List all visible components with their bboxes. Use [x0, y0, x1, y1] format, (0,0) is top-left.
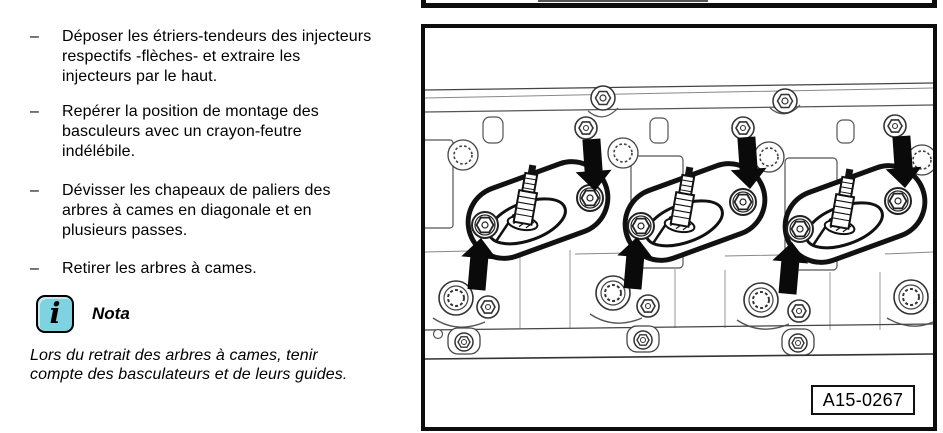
instruction-text: Retirer les arbres à cames.	[62, 260, 257, 277]
instruction-text: Déposer les étriers-tendeurs des injecte…	[62, 28, 372, 85]
note-text: Lors du retrait des arbres à cames, teni…	[30, 347, 348, 383]
bullet-dash: –	[30, 260, 39, 277]
nota-label: Nota	[92, 304, 130, 323]
bullet-dash: –	[30, 28, 39, 45]
figure-label-text: A15-0267	[822, 389, 904, 410]
bullet-dash: –	[30, 103, 39, 120]
bullet-dash: –	[30, 182, 39, 199]
figure-frame: A15-0267	[421, 24, 937, 431]
info-icon: i	[36, 295, 74, 333]
figure-label: A15-0267	[811, 385, 915, 415]
info-icon-glyph: i	[49, 295, 61, 330]
nota-heading: i Nota	[36, 295, 421, 333]
instruction-item: – Déposer les étriers-tendeurs des injec…	[0, 27, 421, 87]
instruction-item: – Repérer la position de montage des bas…	[0, 102, 421, 162]
engine-diagram	[425, 82, 933, 360]
previous-figure-fragment	[538, 0, 708, 2]
instruction-item: – Dévisser les chapeaux de paliers des a…	[0, 181, 421, 241]
previous-figure-edge	[421, 0, 937, 8]
instruction-text: Repérer la position de montage des bascu…	[62, 103, 319, 160]
instruction-item: – Retirer les arbres à cames.	[0, 259, 421, 279]
instruction-text: Dévisser les chapeaux de paliers des arb…	[62, 182, 331, 239]
instruction-list: – Déposer les étriers-tendeurs des injec…	[0, 0, 421, 384]
